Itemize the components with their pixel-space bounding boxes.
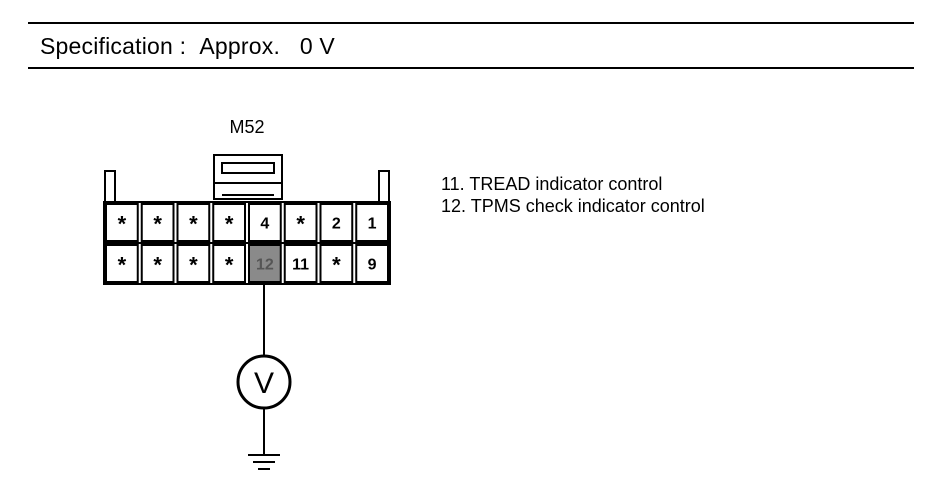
pin-label: * — [189, 253, 198, 278]
connector-pin-cell: * — [140, 244, 175, 283]
pin-box — [176, 203, 211, 242]
connector-top-row: * * * * 4 * 2 1 — [105, 203, 389, 242]
pin-label: 4 — [260, 216, 269, 233]
pin-label: * — [225, 253, 234, 278]
pin-box — [355, 203, 389, 242]
connector-pin-cell: 11 — [283, 244, 318, 283]
highlighted-pin-box — [248, 244, 282, 283]
connector-pin-cell: * — [140, 203, 175, 242]
pin-label: * — [296, 212, 305, 237]
connector-pin-cell: 9 — [355, 244, 389, 283]
voltmeter-icon: V — [236, 354, 292, 410]
connector-pin-cell: * — [176, 244, 211, 283]
pin-box — [319, 203, 354, 242]
spec-approx: Approx. — [199, 33, 281, 59]
legend-item-pin-12: 12. TPMS check indicator control — [441, 196, 705, 216]
pin-label: * — [225, 212, 234, 237]
spec-label: Specification — [40, 33, 174, 59]
pin-box — [248, 203, 282, 242]
connector-pin-cell: 1 — [355, 203, 389, 242]
specification-line: Specification : Approx. 0 V — [40, 33, 335, 60]
pin-label: * — [153, 253, 162, 278]
connector-pin-cell: * — [319, 244, 354, 283]
ground-icon — [248, 454, 280, 470]
pin-label: 2 — [332, 216, 341, 233]
pin-label: * — [118, 212, 127, 237]
connector-latch — [213, 154, 283, 200]
pin-legend: 11. TREAD indicator control 12. TPMS che… — [441, 173, 705, 217]
connector-bottom-row: * * * * 12 11 * 9 — [105, 244, 389, 283]
pin-box — [140, 203, 175, 242]
pin-label: 11 — [292, 257, 309, 274]
pin-box — [105, 203, 139, 242]
pin-box — [212, 203, 246, 242]
pin-box — [319, 244, 354, 283]
pin-label: * — [153, 212, 162, 237]
connector-pin-cell: 2 — [319, 203, 354, 242]
pin-label: 12 — [256, 257, 274, 274]
spec-separator: : — [179, 33, 187, 59]
pin-box — [105, 244, 139, 283]
connector-pin-cell: 4 — [248, 203, 282, 242]
connector-name: M52 — [229, 117, 264, 137]
pin-label: 9 — [368, 257, 377, 274]
pin-box — [140, 244, 175, 283]
legend-item-pin-11: 11. TREAD indicator control — [441, 174, 663, 194]
spec-underline-rule — [28, 67, 914, 69]
pin-box — [283, 203, 318, 242]
connector-pin-cell: * — [212, 244, 246, 283]
top-rule — [28, 22, 914, 24]
pin-label: * — [332, 253, 341, 278]
pin-label: 1 — [368, 216, 377, 233]
pin-box — [176, 244, 211, 283]
voltmeter-symbol: V — [254, 367, 274, 400]
pin-box — [212, 244, 246, 283]
connector-pin-cell: * — [176, 203, 211, 242]
pin-box — [283, 244, 318, 283]
connector-pin-cell: * — [105, 203, 139, 242]
pin-label: * — [118, 253, 127, 278]
connector-pin-cell: * — [283, 203, 318, 242]
connector-pin-cell: * — [212, 203, 246, 242]
spec-value: 0 V — [299, 33, 335, 59]
pin-label: * — [189, 212, 198, 237]
pin-box — [355, 244, 389, 283]
connector-pin-cell: * — [105, 244, 139, 283]
connector-pin-cell: 12 — [248, 244, 282, 283]
